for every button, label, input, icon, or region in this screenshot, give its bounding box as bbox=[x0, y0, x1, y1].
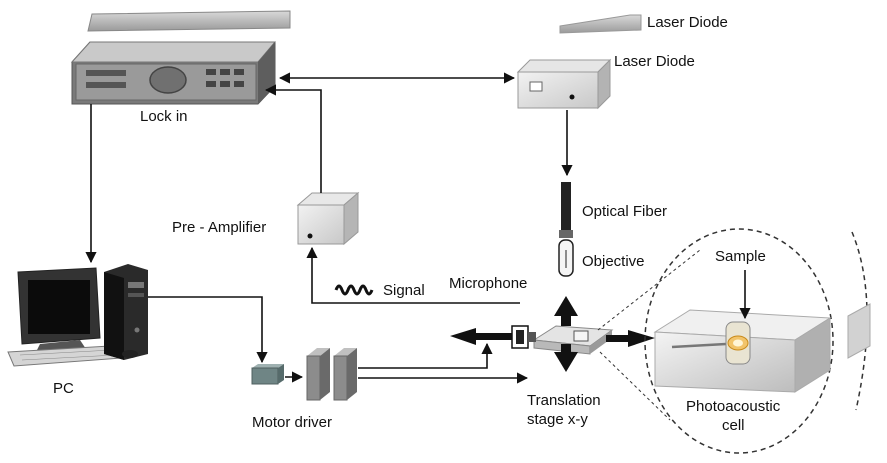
pre-amplifier-label: Pre - Amplifier bbox=[172, 219, 266, 236]
photoacoustic-cell-block bbox=[653, 309, 832, 393]
microphone-icon bbox=[511, 325, 536, 349]
motor-controller-box bbox=[251, 364, 284, 385]
stage-arrow-up-icon bbox=[554, 296, 578, 326]
preamp-to-lockin-arrow bbox=[264, 84, 322, 193]
pc-to-controller-arrow bbox=[148, 296, 268, 364]
laser-diode-top-plate bbox=[559, 14, 642, 34]
objective-label: Objective bbox=[582, 253, 645, 270]
optical-fiber-label: Optical Fiber bbox=[582, 203, 667, 220]
signal-wave-icon bbox=[334, 284, 374, 296]
lock-in-label: Lock in bbox=[140, 108, 188, 125]
translation-stage-label-line1: Translation bbox=[527, 392, 601, 409]
right-edge-dashed-arc bbox=[851, 231, 868, 411]
pc-label: PC bbox=[53, 380, 74, 397]
zoom-line-top bbox=[597, 249, 701, 331]
lock-in-top-plate bbox=[87, 10, 291, 32]
photoacoustic-cell-zoom-circle bbox=[644, 228, 834, 454]
translation-stage-label-line2: stage x-y bbox=[527, 411, 588, 428]
photoacoustic-cell-label-line1: Photoacoustic bbox=[686, 398, 781, 415]
stage-arrow-down-icon bbox=[554, 344, 578, 372]
photoacoustic-cell-label-line2: cell bbox=[722, 417, 745, 434]
laser-diode-top-label: Laser Diode bbox=[647, 14, 728, 31]
sample-label: Sample bbox=[715, 248, 766, 265]
laser-diode-box bbox=[516, 58, 612, 110]
pre-amplifier-box bbox=[296, 191, 360, 246]
stage-arrow-right-icon bbox=[606, 330, 655, 347]
motor-driver-label: Motor driver bbox=[252, 414, 332, 431]
microphone-label: Microphone bbox=[449, 275, 527, 292]
microphone-to-preamp-arrow bbox=[306, 246, 520, 304]
right-edge-cell-fragment bbox=[847, 303, 871, 359]
pc-computer-icon bbox=[7, 264, 148, 367]
stage-arrow-left-icon bbox=[450, 328, 516, 345]
signal-label: Signal bbox=[383, 282, 425, 299]
translation-stage bbox=[532, 325, 614, 355]
laser-diode-label: Laser Diode bbox=[614, 53, 695, 70]
optical-fiber bbox=[559, 182, 573, 238]
lock-in-amplifier bbox=[70, 41, 277, 105]
zoom-line-bottom bbox=[599, 351, 671, 421]
objective-lens bbox=[558, 239, 574, 277]
motor-driver-unit bbox=[306, 348, 357, 401]
driver-to-stage-arrow-1 bbox=[358, 342, 493, 369]
